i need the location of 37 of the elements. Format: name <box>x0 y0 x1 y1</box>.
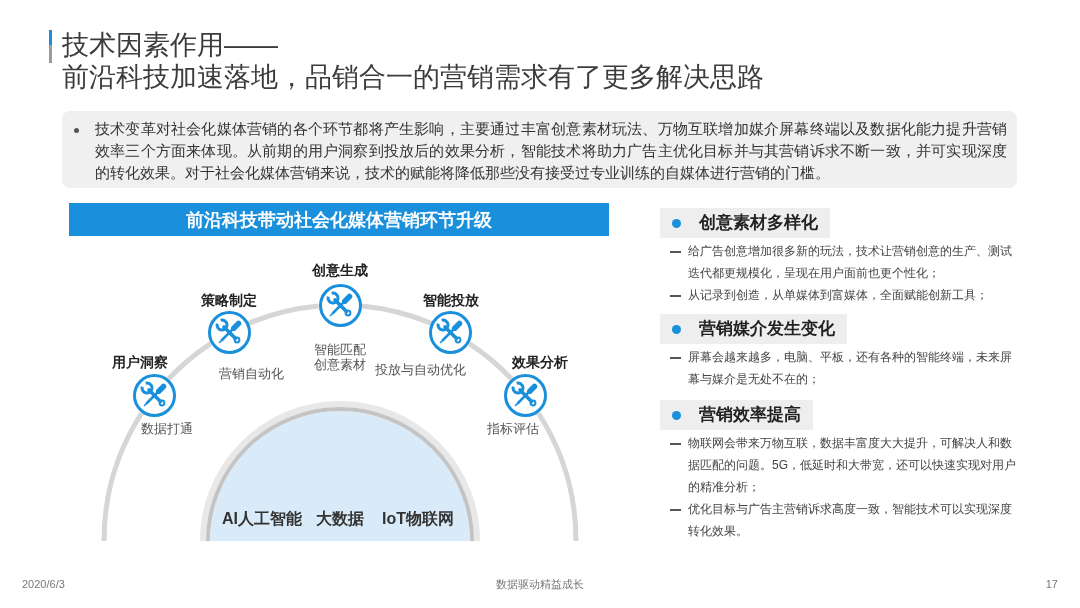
heading-tab <box>660 208 830 238</box>
technology-label: IoT物联网 <box>382 510 454 528</box>
technology-label: AI人工智能 <box>222 510 302 528</box>
item-text: 优化目标与广告主营销诉求高度一致，智能技术可以实现深度转化效果。 <box>688 501 1013 540</box>
heading-text: 营销媒介发生变化 <box>699 319 835 339</box>
banner-text: 前沿科技带动社会化媒体营销环节升级 <box>186 208 492 231</box>
stage-label: 创意生成 <box>312 262 368 278</box>
connector-arc <box>361 303 433 326</box>
connector-arc <box>467 341 514 382</box>
stage-note: 智能匹配创意素材 <box>313 342 367 372</box>
heading-tab <box>660 314 847 344</box>
summary-text: 技术变革对社会化媒体营销的各个环节都将产生影响，主要通过丰富创意素材玩法、万物互联增加媒介屏幕终端以及数据化能力提升营销效率三个方面来体现。从前期的用户洞察到投放后的效果分析，智能技术将助力广告主优化目标并与其营销诉求不断一致，并可实现深度的转化效果。对于社会化媒体营销来说，技术的赋能将降低那些没有接受过专业训练的自媒体进行营销的门槛。 <box>95 120 1007 183</box>
item-text: 物联网会带来万物互联，数据丰富度大大提升，可解决人和数据匹配的问题。5G，低延时和大带宽，还可以快速实现对用户的精准分析； <box>688 435 1017 496</box>
stage-label: 策略制定 <box>201 292 257 308</box>
footer-text: 数据驱动精益成长 <box>496 577 584 591</box>
stage-label: 智能投放 <box>423 292 479 308</box>
stage-note: 数据打通 <box>141 420 193 436</box>
footer-date: 2020/6/3 <box>22 577 65 591</box>
subtitle: 前沿科技加速落地，品销合一的营销需求有了更多解决思路 <box>62 61 764 93</box>
heading-text: 营销效率提高 <box>699 405 801 425</box>
heading-text: 创意素材多样化 <box>699 213 818 233</box>
item-text: 给广告创意增加很多新的玩法，技术让营销创意的生产、测试迭代都更规模化，呈现在用户面前也更个性化； <box>688 243 1013 282</box>
connector-arc <box>247 303 319 326</box>
stage-note: 营销自动化 <box>218 365 284 381</box>
technology-label: 大数据 <box>316 510 364 528</box>
stage-note: 指标评估 <box>487 420 539 436</box>
item-text: 屏幕会越来越多，电脑、平板，还有各种的智能终端，未来屏幕与媒介是无处不在的； <box>688 349 1013 388</box>
stage-note: 投放与自动优化 <box>374 361 466 377</box>
page-number: 17 <box>1045 577 1058 591</box>
item-text: 从记录到创造，从单媒体到富媒体，全面赋能创新工具； <box>688 287 989 304</box>
connector-arc <box>166 341 213 382</box>
heading-tab <box>660 400 813 430</box>
stage-label: 效果分析 <box>512 354 568 370</box>
title: 技术因素作用—— <box>62 29 278 61</box>
title-banner <box>69 203 609 236</box>
summary-panel <box>62 111 1017 188</box>
stage-label: 用户洞察 <box>112 354 168 370</box>
